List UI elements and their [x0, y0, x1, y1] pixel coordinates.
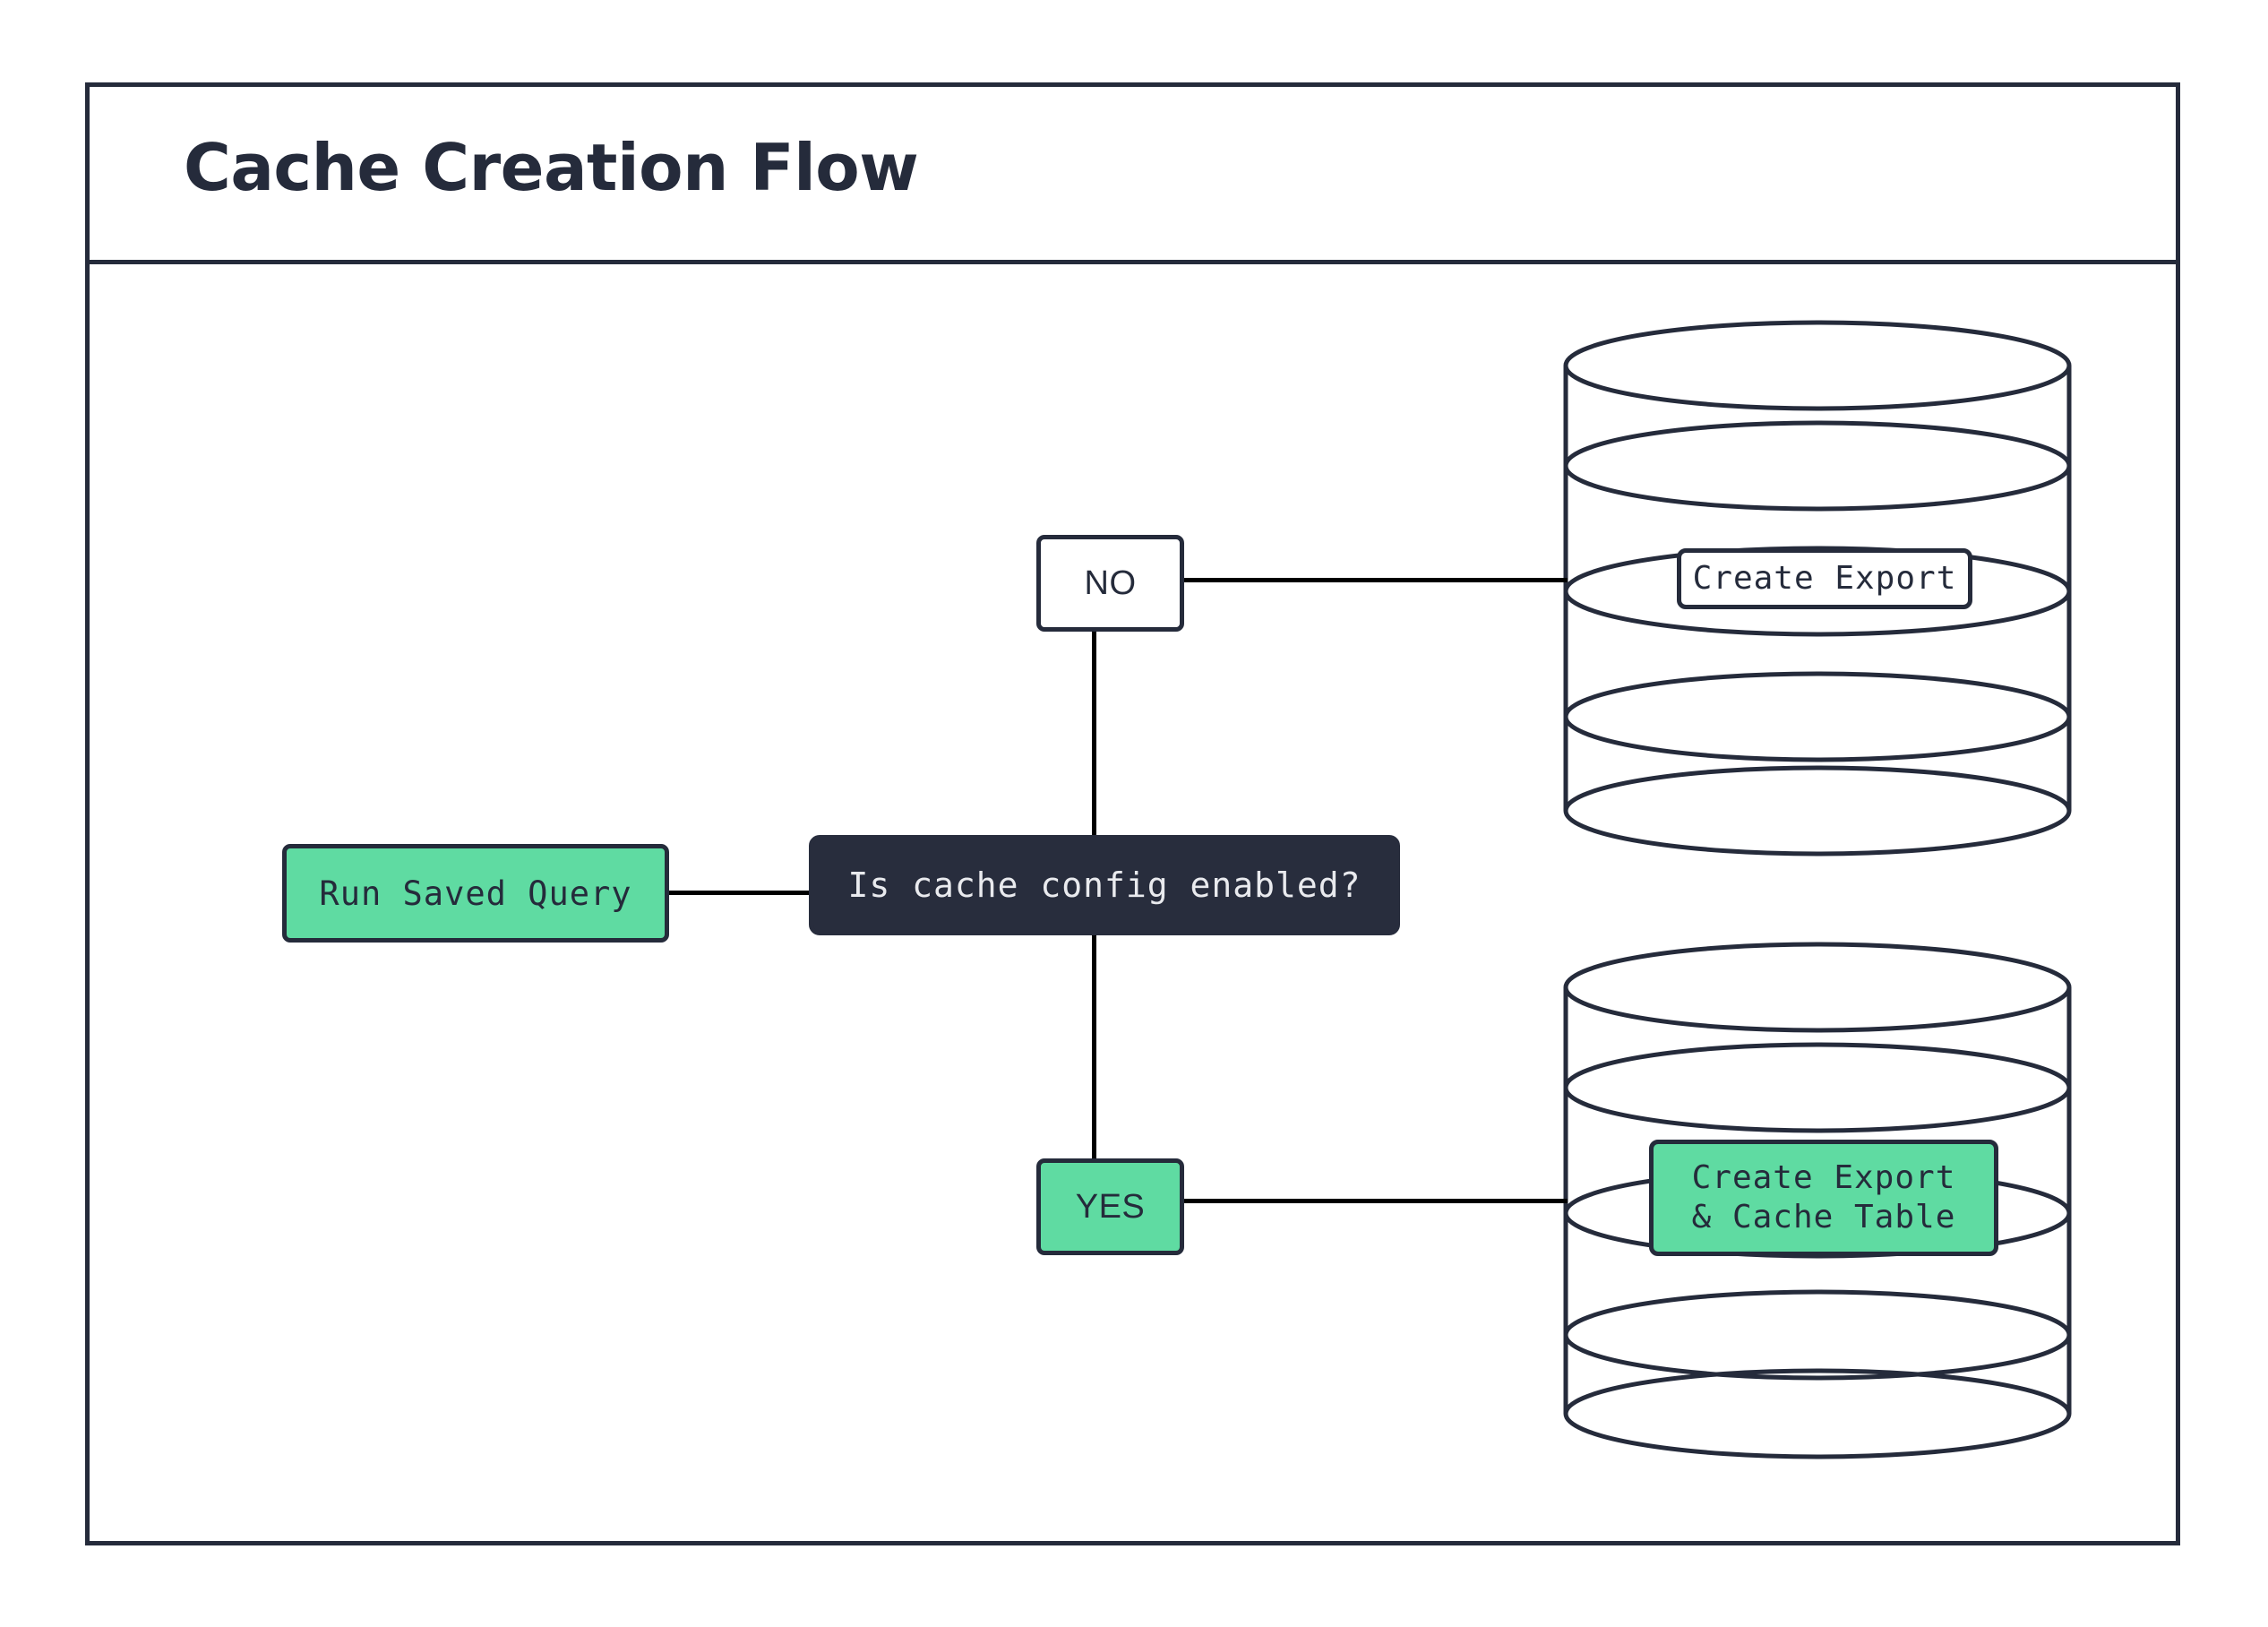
edge-decision-to-yes	[1092, 932, 1096, 1161]
edge-yes-to-database-bottom	[1182, 1199, 1568, 1203]
node-database-top-label[interactable]: Create Export	[1677, 548, 1972, 609]
node-branch-no[interactable]: NO	[1036, 535, 1184, 632]
page-title: Cache Creation Flow	[184, 130, 919, 205]
node-run-saved-query[interactable]: Run Saved Query	[282, 844, 669, 943]
node-database-bottom-label[interactable]: Create Export & Cache Table	[1649, 1140, 1998, 1256]
diagram-frame: Cache Creation Flow	[85, 82, 2180, 1545]
node-decision-is-cache-config-enabled[interactable]: Is cache config enabled?	[809, 835, 1400, 935]
diagram-header	[90, 87, 2176, 264]
edge-no-to-database-top	[1182, 578, 1568, 582]
edge-run-saved-query-to-decision	[667, 891, 811, 895]
node-branch-yes[interactable]: YES	[1036, 1158, 1184, 1255]
edge-decision-to-no	[1092, 627, 1096, 838]
